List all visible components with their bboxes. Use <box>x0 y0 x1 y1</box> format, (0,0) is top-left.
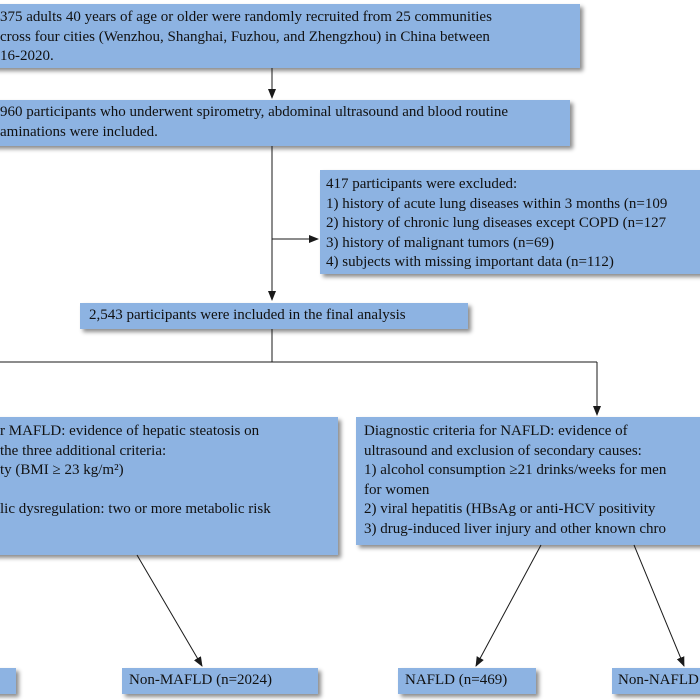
included-line: aminations were included. <box>0 123 158 140</box>
included-box: 960 participants who underwent spirometr… <box>0 100 570 146</box>
nafld-label: NAFLD (n=469) <box>405 672 508 688</box>
connector-to-nafld <box>475 544 542 667</box>
excluded-line: 1) history of acute lung diseases within… <box>326 195 668 212</box>
excluded-line: 4) subjects with missing important data … <box>326 254 614 270</box>
nafld-criteria-line: for women <box>364 481 430 498</box>
connector-to-non-mafld <box>136 554 203 667</box>
excluded-line: 417 participants were excluded: <box>326 176 518 192</box>
non-nafld-label: Non-NAFLD <box>618 672 699 688</box>
mafld-criteria-box: r MAFLD: evidence of hepatic steatosis o… <box>0 417 338 555</box>
mafld-criteria-line: r MAFLD: evidence of hepatic steatosis o… <box>0 423 260 439</box>
non-nafld-box: Non-NAFLD <box>612 668 700 694</box>
connector-to-non-nafld <box>633 544 685 667</box>
nafld-criteria-box: Diagnostic criteria for NAFLD: evidence … <box>356 417 700 545</box>
nafld-criteria-line: 2) viral hepatitis (HBsAg or anti-HCV po… <box>364 501 656 517</box>
mafld-criteria-line: ty (BMI ≥ 23 kg/m²) <box>0 462 124 478</box>
excluded-line: 2) history of chronic lung diseases exce… <box>326 215 667 231</box>
mafld-criteria-line: the three additional criteria: <box>0 442 167 459</box>
final-analysis-box: 2,543 participants were included in the … <box>80 303 468 329</box>
nafld-criteria-line: ultrasound and exclusion of secondary ca… <box>364 442 642 459</box>
recruited-line: 16-2020. <box>0 48 54 64</box>
included-line: 960 participants who underwent spirometr… <box>0 104 509 120</box>
recruited-line: cross four cities (Wenzhou, Shanghai, Fu… <box>0 28 490 45</box>
non-mafld-label: Non-MAFLD (n=2024) <box>129 672 273 688</box>
recruited-line: 375 adults 40 years of age or older were… <box>0 9 492 25</box>
nafld-criteria-line: Diagnostic criteria for NAFLD: evidence … <box>364 423 628 439</box>
nafld-criteria-line: 1) alcohol consumption ≥21 drinks/weeks … <box>364 462 667 478</box>
nafld-box: NAFLD (n=469) <box>398 668 536 694</box>
mafld-criteria-line: lic dysregulation: two or more metabolic… <box>0 501 271 517</box>
nafld-criteria-line: 3) drug-induced liver injury and other k… <box>364 520 666 537</box>
final-analysis-line: 2,543 participants were included in the … <box>89 307 406 323</box>
mafld-result-box <box>0 668 16 694</box>
excluded-box: 417 participants were excluded: 1) histo… <box>320 170 700 274</box>
excluded-line: 3) history of malignant tumors (n=69) <box>326 234 555 251</box>
recruited-box: 375 adults 40 years of age or older were… <box>0 4 580 68</box>
non-mafld-box: Non-MAFLD (n=2024) <box>122 668 318 694</box>
